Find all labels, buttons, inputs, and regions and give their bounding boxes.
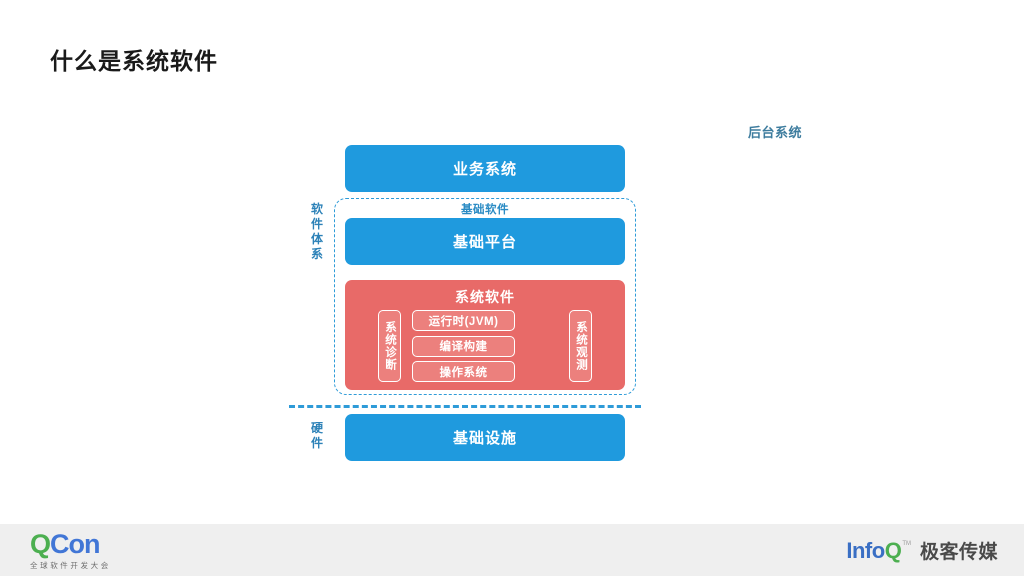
stack-heading-backend-system: 后台系统 [747,125,802,140]
qcon-logo: QCon 全球软件开发大会 [30,531,111,571]
qcon-subtitle: 全球软件开发大会 [30,561,111,570]
qcon-wordmark: QCon [30,531,111,558]
side-label-software-char-2: 件 [310,217,323,231]
pill-system-diagnostics: 系统诊断 [378,310,401,382]
infoq-logo: InfoQ TM 极客传媒 [846,537,998,564]
trademark-icon: TM [902,541,911,547]
side-label-software-char-4: 系 [310,247,323,261]
side-label-software-char-1: 软 [310,202,323,216]
pill-operating-system: 操作系统 [412,361,515,382]
infoq-wordmark: InfoQ [846,540,901,562]
footer-bar: QCon 全球软件开发大会 InfoQ TM 极客传媒 [0,524,1024,576]
pill-runtime-jvm: 运行时(JVM) [412,310,515,331]
side-label-hardware-char-2: 件 [310,436,323,450]
hardware-divider [289,405,641,408]
qcon-letters-con: Con [50,529,100,559]
side-label-software-architecture: 软 件 体 系 [309,202,325,262]
group-label-foundational-software: 基础软件 [461,204,509,216]
infoq-brand-cn: 极客传媒 [919,542,998,563]
side-label-software-char-3: 体 [310,232,323,246]
system-software-title: 系统软件 [455,289,515,305]
pill-compile-build: 编译构建 [412,335,515,357]
layer-infrastructure: 基础设施 [345,414,625,461]
layer-business-system: 业务系统 [345,145,625,192]
page-title: 什么是系统软件 [50,48,218,74]
group-box-foundational-software [334,198,636,395]
side-label-hardware: 硬 件 [309,421,325,451]
layer-foundation-platform: 基础平台 [345,218,625,265]
infoq-letter-q: Q [884,538,902,563]
infoq-letters-info: Info [846,538,885,563]
architecture-diagram: 后台系统 软 件 体 系 硬 件 基础软件 业务系统 基础平台 系统软件 系统诊… [289,115,802,475]
pill-system-observability: 系统观测 [569,310,592,382]
qcon-letter-q: Q [30,529,51,559]
side-label-hardware-char-1: 硬 [310,421,323,435]
layer-system-software: 系统软件 系统诊断 系统观测 运行时(JVM) 编译构建 操作系统 [345,280,625,390]
